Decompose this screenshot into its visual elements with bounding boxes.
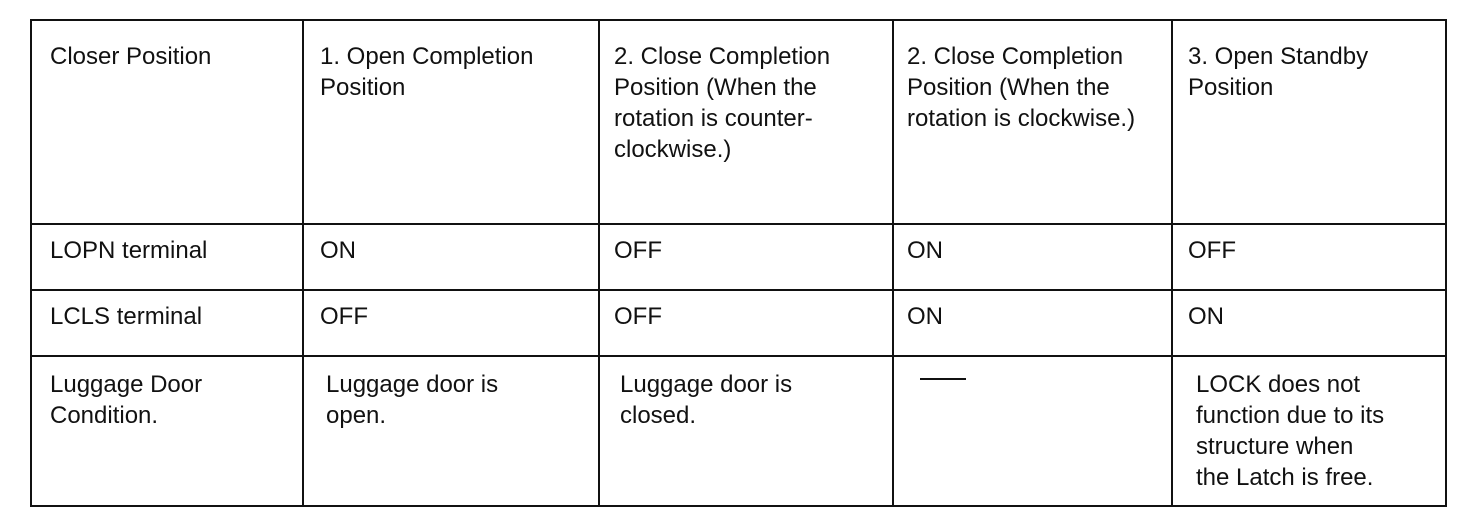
lcls-close-completion-ccw: OFF (614, 303, 662, 330)
table-cell: OFF (1171, 223, 1447, 291)
table-cell: ON (302, 223, 600, 291)
row-label: LCLS terminal (30, 289, 304, 357)
table-row-door-condition: Luggage Door Condition. Luggage door is … (30, 355, 1447, 507)
table-row-lopn: LOPN terminal ON OFF ON OFF (30, 223, 1447, 291)
lcls-label: LCLS terminal (50, 303, 203, 330)
lopn-close-completion-ccw: OFF (614, 237, 662, 264)
header-open-completion: 1. Open Completion Position (302, 19, 600, 225)
closer-position-table: Closer Position 1. Open Completion Posit… (30, 19, 1447, 507)
table-cell: OFF (598, 223, 894, 291)
table-header-row: Closer Position 1. Open Completion Posit… (30, 19, 1447, 225)
table-cell: ON (892, 223, 1173, 291)
lcls-open-completion: OFF (320, 303, 368, 330)
table-cell: ON (1171, 289, 1447, 357)
header-open-standby: 3. Open Standby Position (1171, 19, 1447, 225)
table-cell: ON (892, 289, 1173, 357)
header-close-completion-ccw-text: 2. Close Completion Position (When the r… (614, 43, 831, 163)
table-row-lcls: LCLS terminal OFF OFF ON ON (30, 289, 1447, 357)
row-label: Luggage Door Condition. (30, 355, 304, 507)
header-close-completion-ccw: 2. Close Completion Position (When the r… (598, 19, 894, 225)
header-close-completion-cw: 2. Close Completion Position (When the r… (892, 19, 1173, 225)
lcls-close-completion-cw: ON (907, 303, 943, 330)
header-closer-position: Closer Position (30, 19, 304, 225)
table-cell: LOCK does not function due to its struct… (1171, 355, 1447, 507)
lcls-open-standby: ON (1188, 303, 1224, 330)
header-closer-position-text: Closer Position (50, 43, 212, 70)
lopn-close-completion-cw: ON (907, 237, 943, 264)
door-condition-open-standby: LOCK does not function due to its struct… (1196, 371, 1385, 491)
table-cell: Luggage door is open. (302, 355, 600, 507)
lopn-open-standby: OFF (1188, 237, 1236, 264)
table-cell: OFF (302, 289, 600, 357)
lopn-open-completion: ON (320, 237, 356, 264)
door-condition-open-completion: Luggage door is open. (326, 371, 499, 429)
row-label: LOPN terminal (30, 223, 304, 291)
door-condition-close-completion-ccw: Luggage door is closed. (620, 371, 793, 429)
page: { "table": { "header": { "label": "Close… (30, 19, 1447, 507)
header-close-completion-cw-text: 2. Close Completion Position (When the r… (907, 43, 1136, 132)
header-open-standby-text: 3. Open Standby Position (1188, 43, 1369, 101)
door-condition-label: Luggage Door Condition. (50, 371, 203, 429)
header-open-completion-text: 1. Open Completion Position (320, 43, 534, 101)
table-cell: Luggage door is closed. (598, 355, 894, 507)
dash-mark (920, 377, 966, 380)
lopn-label: LOPN terminal (50, 237, 208, 264)
table-cell: OFF (598, 289, 894, 357)
table-cell (892, 355, 1173, 507)
